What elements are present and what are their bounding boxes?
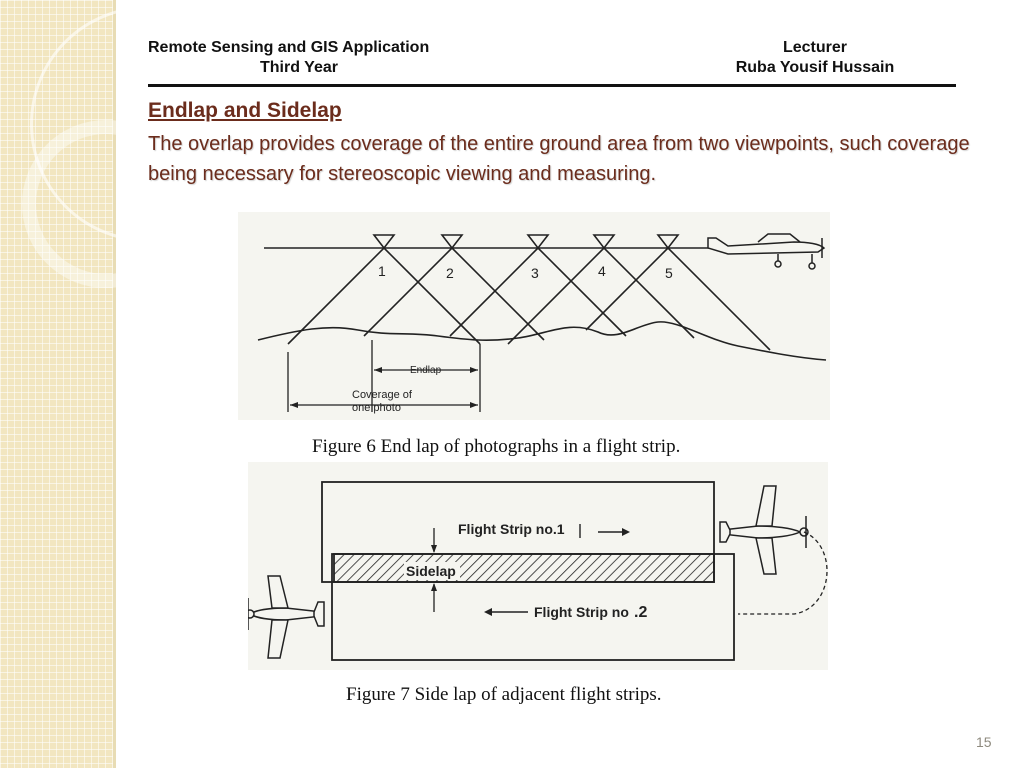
endlap-svg: 1 2 3 4 5 Endlap Coverage of one photo <box>238 212 830 420</box>
figure-6-caption: Figure 6 End lap of photographs in a fli… <box>312 436 681 457</box>
flight-strip-2-suffix: .2 <box>634 604 647 621</box>
camera-3-icon <box>526 234 550 250</box>
figure-6-endlap-diagram: 1 2 3 4 5 Endlap Coverage of one photo <box>238 212 830 420</box>
camera-4-icon <box>592 234 616 250</box>
airplane-left-icon <box>245 575 325 659</box>
airplane-top-right-icon <box>719 485 809 575</box>
figure-7-sidelap-diagram: Sidelap Flight Strip no.1 Flight Strip n… <box>245 462 828 670</box>
photo-label-1: 1 <box>378 263 386 279</box>
sidebar-edge <box>113 0 116 768</box>
airplane-side-icon <box>707 233 826 270</box>
page-number: 15 <box>976 734 992 750</box>
flight-strip-1-label: Flight Strip no.1 <box>458 521 565 537</box>
camera-1-icon <box>372 234 396 250</box>
figure-7-caption: Figure 7 Side lap of adjacent flight str… <box>346 684 662 705</box>
lecturer-label: Lecturer <box>782 39 848 56</box>
header-divider <box>148 84 956 87</box>
photo-label-4: 4 <box>598 263 606 279</box>
turn-path <box>738 531 828 615</box>
flight-strip-2-label: Flight Strip no <box>534 604 629 620</box>
sidelap-area <box>333 553 715 583</box>
course-header: Remote Sensing and GIS Application Third… <box>148 38 488 78</box>
section-title: Endlap and Sidelap <box>148 99 342 122</box>
course-year: Third Year <box>260 59 338 76</box>
camera-2-icon <box>440 234 464 250</box>
section-body: The overlap provides coverage of the ent… <box>148 133 970 185</box>
endlap-label: Endlap <box>410 365 442 376</box>
photo-label-3: 3 <box>531 265 539 281</box>
photo-label-2: 2 <box>446 265 454 281</box>
course-title: Remote Sensing and GIS Application <box>148 39 430 56</box>
sidelap-label: Sidelap <box>406 563 456 579</box>
camera-5-icon <box>656 234 680 250</box>
coverage-label-line2: one photo <box>352 402 401 414</box>
sidelap-svg: Sidelap Flight Strip no.1 Flight Strip n… <box>245 462 828 670</box>
lecturer-header: Lecturer Ruba Yousif Hussain <box>700 38 930 78</box>
photo-label-5: 5 <box>665 265 673 281</box>
lecturer-name: Ruba Yousif Hussain <box>735 59 895 76</box>
coverage-label-line1: Coverage of <box>352 389 413 401</box>
